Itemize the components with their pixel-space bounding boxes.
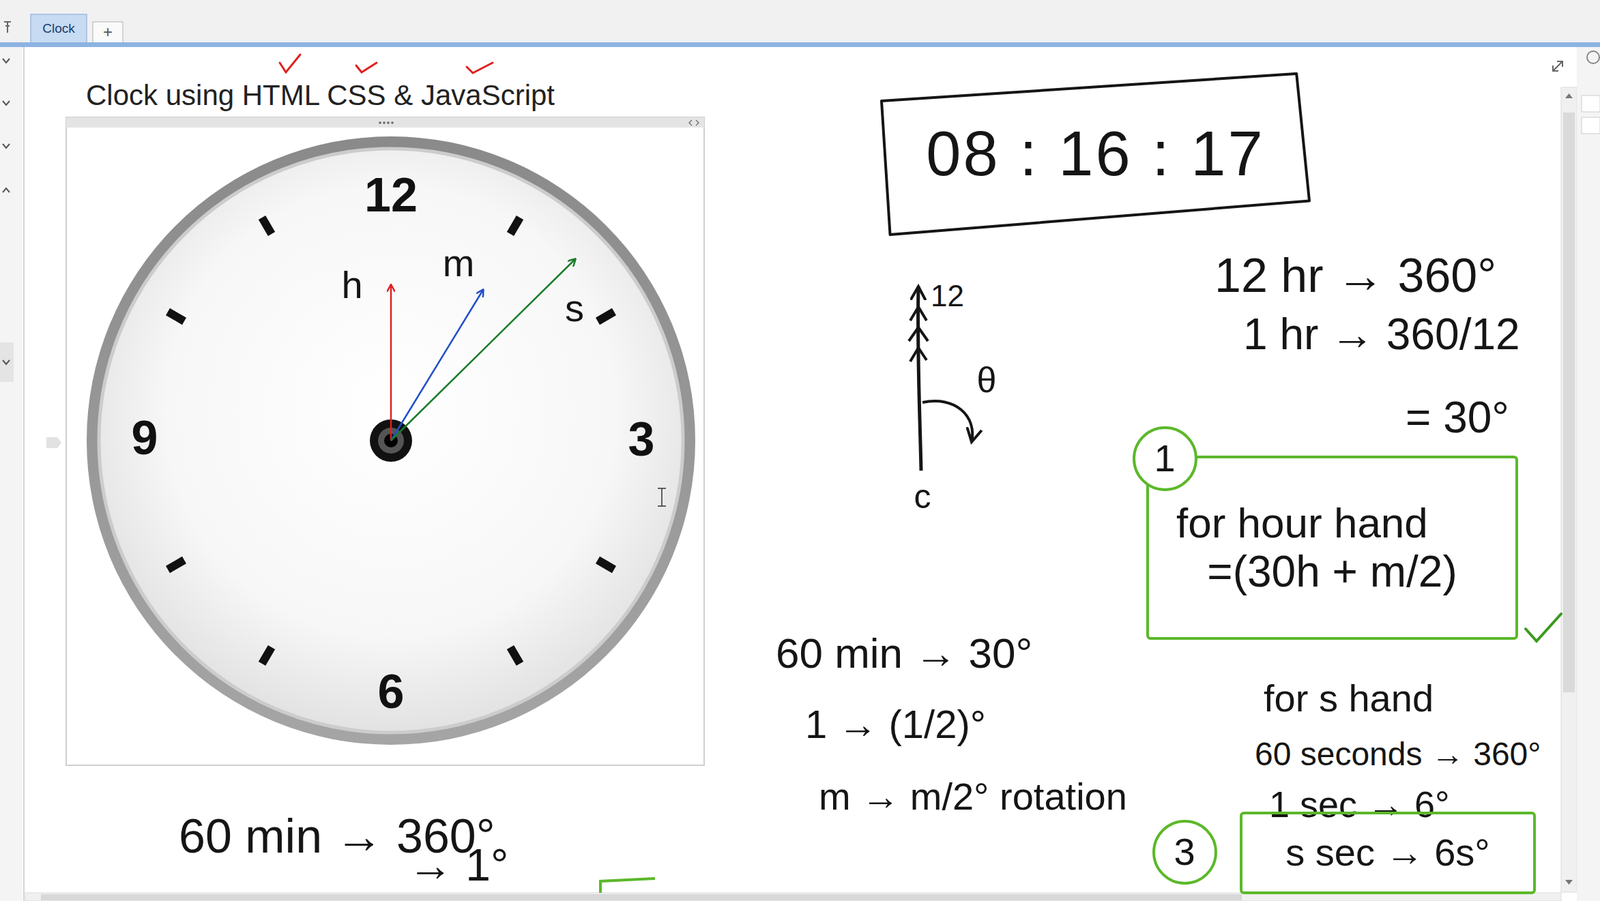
tick xyxy=(262,647,272,664)
clock-number: 9 xyxy=(131,412,159,465)
chevron-icon xyxy=(2,188,10,193)
note-line: 12 hr → 360° xyxy=(1214,249,1497,303)
chevron-icon xyxy=(2,58,10,63)
panel-icon xyxy=(1587,51,1600,64)
scrollbar-thumb xyxy=(40,894,1242,901)
new-tab-icon: + xyxy=(103,23,113,41)
hand-label: s xyxy=(564,287,585,330)
node-text: 1 xyxy=(1153,436,1175,481)
formula-box: for hour hand=(30h + m/2) xyxy=(1146,455,1519,640)
time-display: 08 : 16 : 17 xyxy=(881,73,1310,235)
angle-arc xyxy=(922,401,973,443)
clock-number: 12 xyxy=(364,169,418,222)
page-title: Clock using HTML CSS & JavaScript xyxy=(85,79,555,112)
right-panel xyxy=(1576,47,1600,901)
node-text: s sec → 6s° xyxy=(1285,831,1490,875)
page-handle xyxy=(46,437,62,449)
scroll-arrow xyxy=(1565,93,1573,99)
check-mark xyxy=(1525,614,1562,642)
sketch-label: 12 xyxy=(930,279,965,313)
tick xyxy=(262,217,272,235)
hand-label: m xyxy=(442,242,475,285)
grip-dot xyxy=(386,121,390,125)
tick xyxy=(510,217,520,235)
node-text: 08 : 16 : 17 xyxy=(925,118,1265,191)
note-line: 1 → (1/2)° xyxy=(805,702,986,747)
clock-rim xyxy=(86,136,696,746)
sketch-arrowheads xyxy=(908,307,928,362)
grip-dot xyxy=(382,121,386,125)
clock-face xyxy=(98,148,683,733)
sidebar xyxy=(0,47,23,901)
grip-dot xyxy=(378,121,382,125)
scrollbar-track xyxy=(1561,87,1577,893)
angle-symbol: θ xyxy=(977,360,997,400)
expand-icon xyxy=(1552,61,1563,71)
check-mark xyxy=(279,54,301,73)
text-cursor xyxy=(657,488,666,507)
tab-underline xyxy=(0,42,1600,48)
tab-active xyxy=(30,14,87,43)
sketch-arrow xyxy=(917,286,922,471)
panel-tab xyxy=(1581,117,1600,134)
note-line: for s hand xyxy=(1263,677,1434,720)
display-border xyxy=(881,73,1310,235)
chevron-icon xyxy=(2,360,10,365)
second-hand xyxy=(390,259,576,441)
check-mark xyxy=(356,62,377,73)
tab-bar xyxy=(0,0,1600,43)
hour-hand xyxy=(390,285,393,441)
tick xyxy=(510,647,520,664)
callout-circle: 3 xyxy=(1152,820,1218,885)
node-text: for hour hand xyxy=(1176,498,1429,548)
note-line: 60 seconds → 360° xyxy=(1254,736,1541,774)
chevron-icon xyxy=(2,143,10,149)
chevron-icon xyxy=(2,100,10,106)
resize-icon xyxy=(689,120,699,126)
clock-ticks xyxy=(167,217,615,664)
check-mark xyxy=(466,62,493,74)
pin-icon xyxy=(4,21,11,33)
note-line: m → m/2° rotation xyxy=(818,775,1128,819)
tick xyxy=(167,311,185,322)
note-line: 1 hr → 360/12 xyxy=(1243,310,1521,359)
formula-box: s sec → 6s° xyxy=(1239,811,1536,895)
tab-label: Clock xyxy=(42,21,76,37)
minute-hand xyxy=(390,289,484,441)
scroll-arrow xyxy=(1565,880,1573,885)
note-line: 60 min → 30° xyxy=(775,630,1033,677)
tab-new xyxy=(92,21,123,43)
page-edge xyxy=(23,47,25,901)
hand-label: h xyxy=(341,264,363,307)
clock-panel xyxy=(66,117,705,766)
clock-number: 6 xyxy=(377,665,405,719)
note-line: 1 sec → 6° xyxy=(1269,784,1450,825)
tick xyxy=(597,560,615,570)
clock-number: 3 xyxy=(628,413,656,467)
panel-header xyxy=(66,117,705,128)
node-subtext: =(30h + m/2) xyxy=(1206,547,1457,598)
grip-dot xyxy=(390,121,394,125)
node-text: 3 xyxy=(1173,830,1195,875)
sidebar-marker xyxy=(0,342,14,383)
sketch-label: c xyxy=(914,478,932,516)
note-line: = 30° xyxy=(1405,393,1510,442)
box-fragment xyxy=(600,878,656,894)
panel-tab xyxy=(1581,95,1600,112)
callout-circle: 1 xyxy=(1132,426,1198,492)
note-line: → 1° xyxy=(408,840,509,891)
tick xyxy=(167,560,185,570)
scrollbar-thumb xyxy=(1563,112,1575,693)
tick xyxy=(597,311,615,322)
